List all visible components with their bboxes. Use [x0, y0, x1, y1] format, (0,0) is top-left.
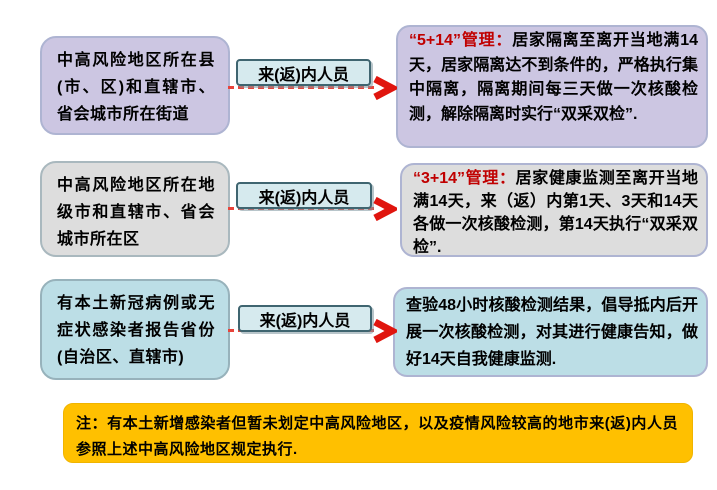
- arrow-right-icon: [373, 76, 397, 100]
- traveler-label: 来(返)内人员: [258, 66, 349, 84]
- traveler-label: 来(返)内人员: [259, 312, 351, 330]
- traveler-box: 来(返)内人员: [236, 182, 372, 209]
- source-text: 有本土新冠病例或无症状感染者报告省份(自治区、直辖市): [57, 295, 215, 366]
- source-box-province: 有本土新冠病例或无症状感染者报告省份(自治区、直辖市): [40, 279, 230, 380]
- traveler-box: 来(返)内人员: [238, 305, 372, 332]
- note-box: 注：有本土新增感染者但暂未划定中高风险地区，以及疫情风险较高的地市来(返)内人员…: [63, 403, 693, 463]
- traveler-label: 来(返)内人员: [258, 189, 350, 207]
- source-box-county: 中高风险地区所在县(市、区)和直辖市、省会城市所在街道: [40, 36, 230, 135]
- source-text: 中高风险地区所在地级市和直辖市、省会城市所在区: [57, 177, 215, 248]
- policy-box-5plus14: “5+14”管理：居家隔离至离开当地满14天，居家隔离达不到条件的，严格执行集中…: [396, 25, 708, 148]
- arrow-right-icon: [373, 319, 397, 343]
- arrow-right-icon: [373, 197, 397, 221]
- source-text: 中高风险地区所在县(市、区)和直辖市、省会城市所在街道: [57, 52, 215, 123]
- note-text: 注：有本土新增感染者但暂未划定中高风险地区，以及疫情风险较高的地市来(返)内人员…: [76, 415, 678, 458]
- policy-body: 查验48小时核酸检测结果，倡导抵内后开展一次核酸检测，对其进行健康告知，做好14…: [406, 297, 698, 368]
- policy-heading: “5+14”管理：: [409, 32, 513, 49]
- policy-body: 居家健康监测至离开当地满14天，来（返）内第1天、3天和14天各做一次核酸检测，…: [413, 170, 698, 256]
- policy-box-3plus14: “3+14”管理：居家健康监测至离开当地满14天，来（返）内第1天、3天和14天…: [400, 163, 708, 257]
- policy-box-48h-test: 查验48小时核酸检测结果，倡导抵内后开展一次核酸检测，对其进行健康告知，做好14…: [393, 287, 708, 377]
- connector-dashed-line: [228, 86, 374, 89]
- traveler-box: 来(返)内人员: [236, 59, 371, 86]
- source-box-city: 中高风险地区所在地级市和直辖市、省会城市所在区: [40, 161, 230, 257]
- policy-body: 居家隔离至离开当地满14天，居家隔离达不到条件的，严格执行集中隔离，隔离期间每三…: [409, 32, 698, 123]
- policy-heading: “3+14”管理：: [413, 170, 516, 187]
